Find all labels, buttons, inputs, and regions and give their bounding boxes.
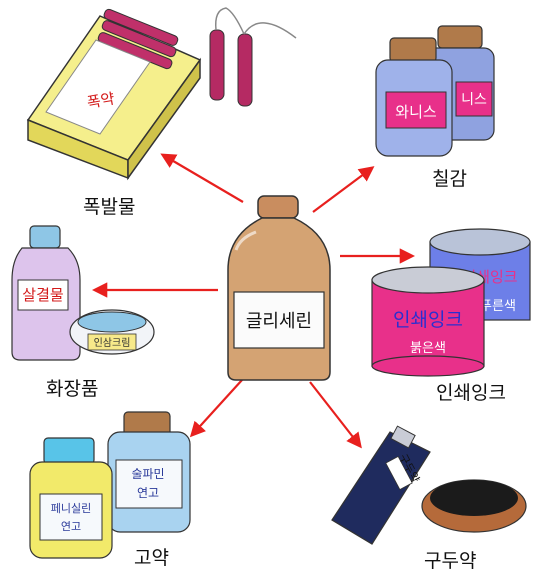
ink-color: 붉은색	[410, 341, 446, 356]
ink-illustration: 인쇄잉크 푸른색 인쇄잉크 붉은색	[371, 228, 531, 377]
caption-shoe-polish: 구두약	[424, 550, 477, 572]
arrow-to-shoe-polish	[309, 381, 362, 449]
caption-paint: 칠감	[432, 168, 467, 190]
caption-ink: 인쇄잉크	[436, 382, 506, 404]
ink-label: 인쇄잉크	[393, 309, 463, 331]
arrow-to-paint	[312, 166, 375, 213]
lotion-label: 살결물	[22, 286, 63, 304]
center-label: 글리세린	[246, 311, 312, 332]
caption-cosmetics: 화장품	[46, 378, 99, 400]
explosive-box-label: 폭약	[86, 89, 117, 112]
ointment-2-line2: 연고	[137, 486, 159, 500]
ointment-2-line1: 술파민	[131, 467, 164, 481]
paint-label-back: 니스	[461, 92, 487, 108]
cream-label: 인삼크림	[94, 337, 131, 349]
shoe-polish-illustration: 구두약	[331, 425, 527, 545]
arrows	[91, 153, 416, 449]
arrow-to-explosives	[160, 153, 244, 203]
glycerin-bottle: 글리세린	[227, 195, 331, 381]
paint-illustration: 와니스 니스	[375, 25, 495, 157]
paint-label: 와니스	[395, 103, 437, 121]
cosmetics-illustration: 살결물 인삼크림	[11, 225, 155, 361]
arrow-to-ointment	[189, 379, 243, 438]
ink-color-back: 푸른색	[480, 299, 516, 314]
ointment-1-line1: 페니실린	[51, 502, 91, 515]
explosives-illustration: 폭약	[26, 7, 297, 181]
ointment-1-line2: 연고	[61, 520, 81, 533]
caption-ointment: 고약	[134, 547, 169, 569]
ointment-illustration: 술파민 연고 페니실린 연고	[29, 411, 191, 559]
caption-explosives: 폭발물	[83, 196, 136, 218]
